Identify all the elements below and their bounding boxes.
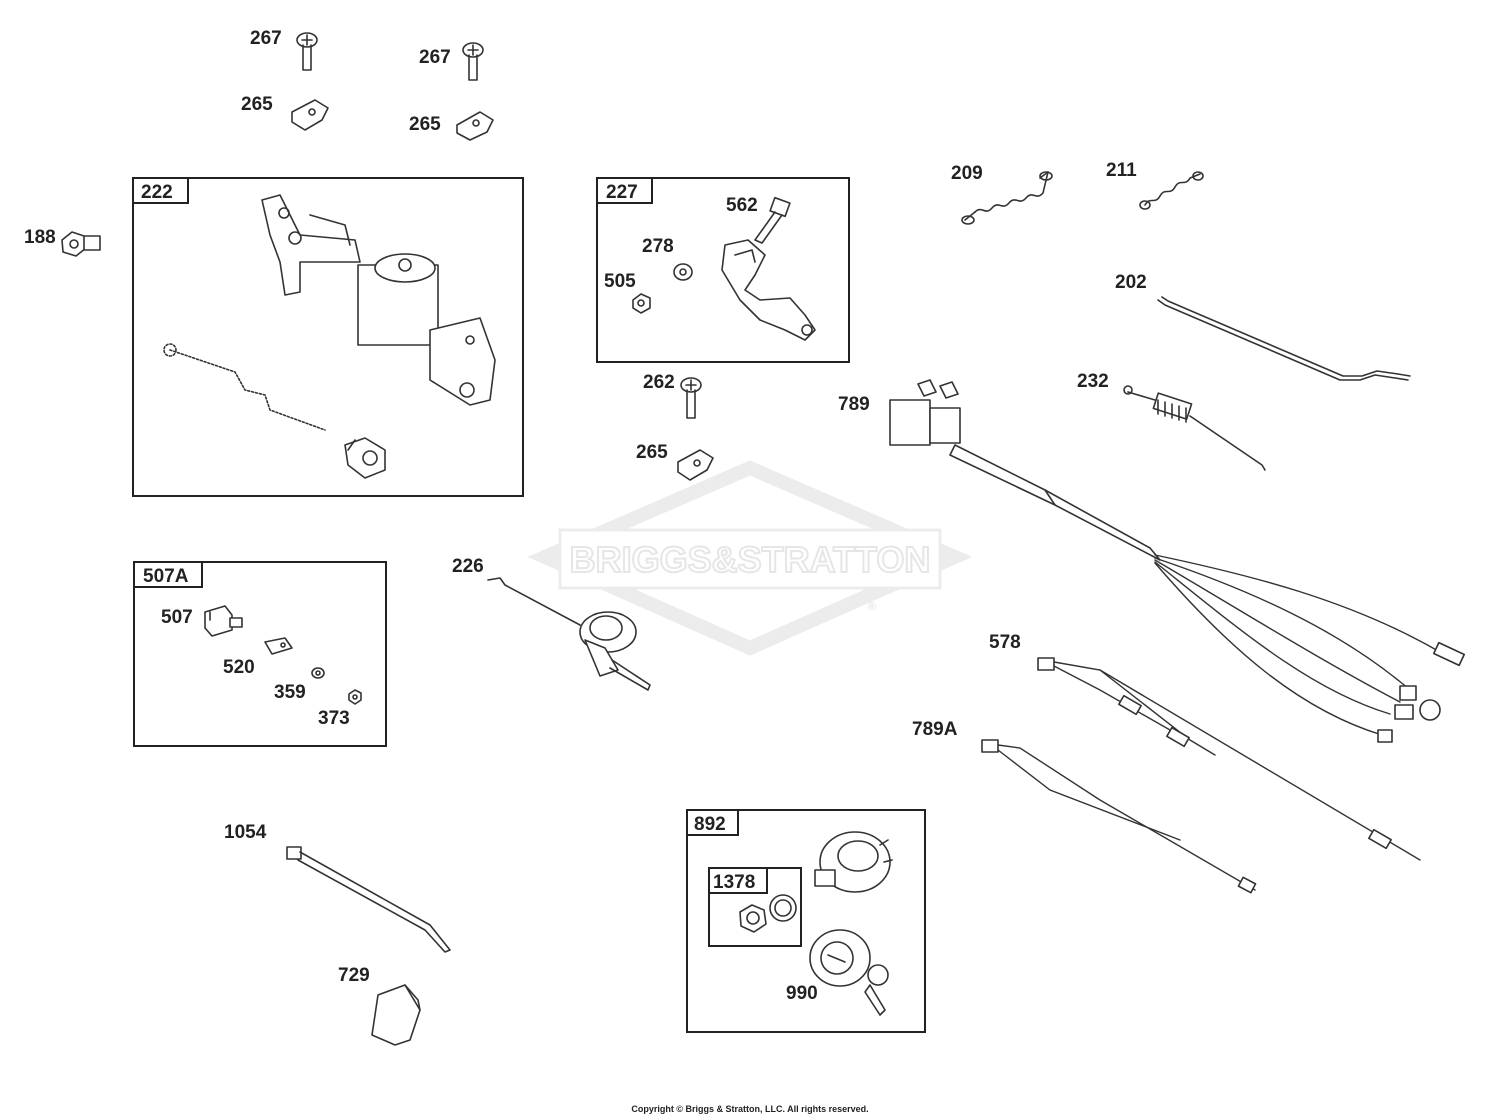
- watermark-registered-mark: ®: [868, 601, 876, 613]
- clip-265-c[interactable]: [677, 449, 714, 481]
- callout-1054: 1054: [224, 822, 267, 843]
- callout-188: 188: [24, 227, 56, 248]
- box-222: 222: [132, 177, 524, 497]
- box-label-1378: 1378: [713, 872, 755, 893]
- callout-226: 226: [452, 556, 484, 577]
- nut-and-washer-1378[interactable]: [739, 894, 797, 933]
- box-label-507A: 507A: [143, 566, 189, 587]
- screw-267-b[interactable]: [462, 42, 484, 81]
- bracket-520[interactable]: [264, 637, 293, 655]
- callout-265: 265: [636, 442, 668, 463]
- callout-562: 562: [726, 195, 758, 216]
- box-892: 892 1378: [686, 809, 926, 1033]
- nut-505[interactable]: [632, 293, 651, 314]
- callout-990: 990: [786, 983, 818, 1004]
- box-227: 227: [596, 177, 850, 363]
- control-bracket-assembly[interactable]: [261, 194, 496, 406]
- spring-232[interactable]: [1123, 385, 1266, 471]
- callout-578: 578: [989, 632, 1021, 653]
- watermark-text: BRIGGS&STRATTON: [570, 539, 931, 580]
- callout-265: 265: [241, 94, 273, 115]
- callout-267: 267: [250, 28, 282, 49]
- throttle-link-rod[interactable]: [163, 343, 326, 431]
- choke-lever-bracket[interactable]: [721, 239, 816, 341]
- box-label-222: 222: [141, 182, 173, 203]
- key-and-bezel[interactable]: [809, 929, 889, 1016]
- washer-359[interactable]: [311, 667, 325, 679]
- copyright-notice: Copyright © Briggs & Stratton, LLC. All …: [631, 1104, 868, 1114]
- callout-265: 265: [409, 114, 441, 135]
- wiring-harness-789[interactable]: [889, 379, 1466, 743]
- callout-262: 262: [643, 372, 675, 393]
- callout-267: 267: [419, 47, 451, 68]
- choke-cable-226[interactable]: [487, 577, 651, 691]
- callout-373: 373: [318, 708, 350, 729]
- spring-209[interactable]: [961, 171, 1053, 225]
- clip-265-b[interactable]: [456, 111, 494, 141]
- cover-729[interactable]: [371, 984, 421, 1046]
- callout-520: 520: [223, 657, 255, 678]
- harness-578[interactable]: [1037, 657, 1421, 861]
- bolt-188[interactable]: [61, 231, 101, 257]
- spring-211[interactable]: [1139, 171, 1204, 210]
- knob-nut[interactable]: [344, 437, 386, 479]
- callout-789A: 789A: [912, 719, 958, 740]
- callout-789: 789: [838, 394, 870, 415]
- link-rod-202[interactable]: [1157, 296, 1411, 381]
- callout-211: 211: [1106, 160, 1137, 181]
- ignition-switch[interactable]: [814, 831, 893, 893]
- box-label-227: 227: [606, 182, 638, 203]
- callout-labels: 267 267 265 265 188 562 278 505 262 265 …: [24, 28, 1147, 1004]
- washer-278[interactable]: [673, 263, 693, 281]
- nut-373[interactable]: [348, 689, 362, 705]
- bolt-562[interactable]: [754, 196, 791, 244]
- box-507A: 507A: [133, 561, 387, 747]
- clip-265-a[interactable]: [291, 99, 329, 131]
- callout-209: 209: [951, 163, 983, 184]
- callout-232: 232: [1077, 371, 1109, 392]
- screw-262[interactable]: [680, 377, 702, 419]
- harness-789A[interactable]: [981, 739, 1257, 894]
- callout-202: 202: [1115, 272, 1147, 293]
- callout-507: 507: [161, 607, 193, 628]
- screw-267-a[interactable]: [296, 32, 318, 71]
- callout-505: 505: [604, 271, 636, 292]
- box-label-892: 892: [694, 814, 726, 835]
- callout-278: 278: [642, 236, 674, 257]
- cable-tie-1054[interactable]: [286, 846, 451, 953]
- switch-507[interactable]: [204, 605, 243, 637]
- brand-watermark: BRIGGS&STRATTON ®: [527, 460, 973, 656]
- callout-729: 729: [338, 965, 370, 986]
- callout-359: 359: [274, 682, 306, 703]
